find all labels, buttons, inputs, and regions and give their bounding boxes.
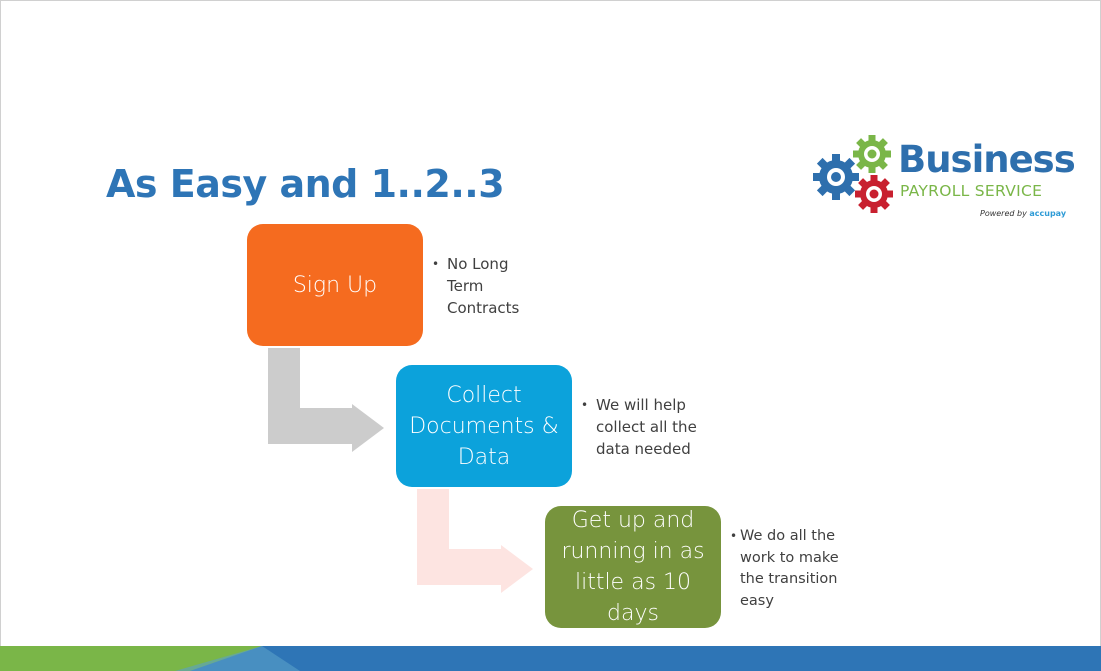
step-2-bullet-text: We will help collect all the data needed: [596, 396, 697, 458]
slide-title: As Easy and 1..2..3: [106, 162, 505, 206]
bullet-dot: •: [432, 257, 440, 271]
step-1-line-1: Sign Up: [292, 272, 378, 298]
step-1-bullet: • No Long Term Contracts: [432, 253, 542, 319]
step-3-bullet-text: We do all the work to make the transitio…: [740, 528, 839, 609]
powered-by-text: Powered by: [980, 209, 1027, 218]
step-2-line-2: Documents &: [409, 413, 559, 439]
step-2-bullet: • We will help collect all the data need…: [581, 394, 711, 460]
logo-powered-by: Powered by accupay: [980, 209, 1066, 218]
bullet-dot: •: [581, 398, 589, 412]
red-gear-icon: [855, 175, 893, 213]
blue-gear-icon: [813, 154, 859, 200]
logo-payroll-text: PAYROLL SERVICE: [900, 182, 1043, 200]
logo-business-text: Business: [898, 138, 1076, 181]
gears-icon: [813, 135, 893, 213]
bullet-dot: •: [730, 529, 738, 543]
bent-arrow-2: [417, 489, 533, 593]
step-3-line-1: Get up and: [571, 508, 695, 533]
bent-arrow-1: [268, 348, 384, 452]
step-3-line-3: little as 10 days: [574, 570, 692, 626]
step-2-line-1: Collect: [446, 382, 522, 408]
step-collect-documents: Collect Documents & Data: [396, 365, 572, 487]
footer-band: [0, 646, 1101, 671]
step-3-line-2: running in as: [561, 539, 705, 564]
green-gear-icon: [853, 135, 891, 173]
step-3-bullet: • We do all the work to make the transit…: [730, 526, 855, 612]
step-get-running: Get up and running in as little as 10 da…: [545, 506, 721, 628]
business-payroll-logo: Business PAYROLL SERVICE Powered by accu…: [812, 132, 1082, 226]
step-2-line-3: Data: [457, 444, 511, 470]
step-1-bullet-text: No Long Term Contracts: [447, 255, 520, 317]
step-sign-up: Sign Up: [247, 224, 423, 346]
brand-name: accupay: [1029, 209, 1067, 218]
